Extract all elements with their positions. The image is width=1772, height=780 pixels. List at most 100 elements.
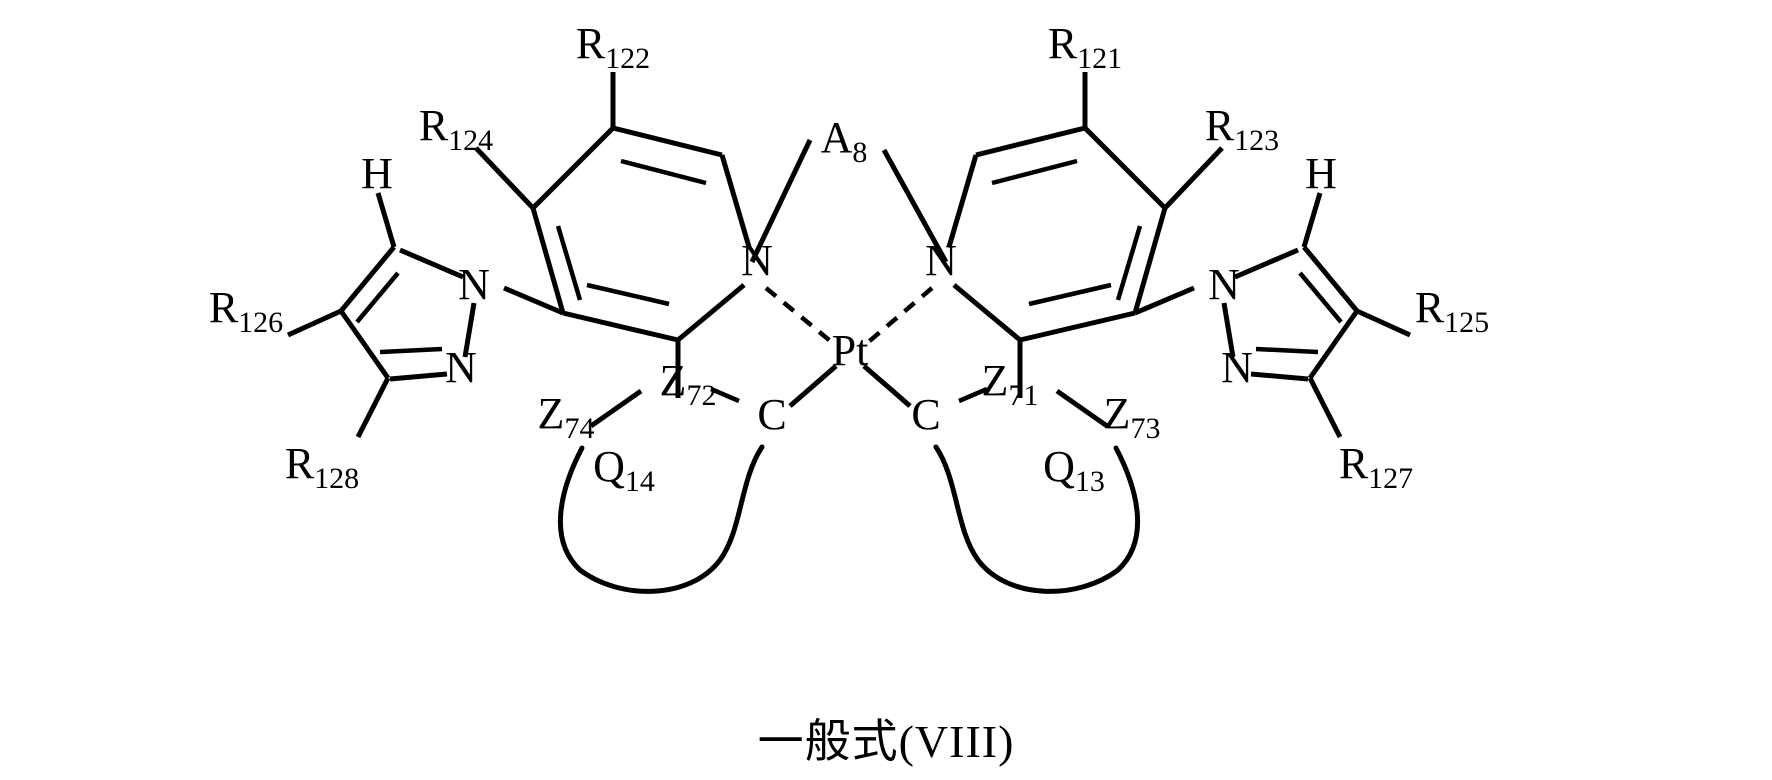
- a8-base: A: [821, 113, 853, 162]
- bond-lpz-c5-c4: [339, 245, 396, 313]
- r126-sub: 126: [238, 306, 283, 339]
- left-pyridine-ring: [530, 125, 752, 343]
- label-z74: Z74: [538, 389, 595, 445]
- r125-base: R: [1415, 283, 1445, 332]
- bond-z71-c: [958, 386, 988, 404]
- z71-base: Z: [982, 356, 1009, 405]
- bond-rpz-c3-n2: [1250, 371, 1309, 382]
- label-c-left: C: [757, 390, 786, 439]
- label-r125: R125: [1415, 283, 1489, 339]
- bond-lpy-1: [612, 125, 723, 158]
- bond-r124: [474, 146, 535, 210]
- r126-base: R: [209, 283, 239, 332]
- bond-lpy-double-1: [620, 158, 707, 186]
- bond-lpy-double-3: [555, 225, 583, 301]
- label-h-left: H: [361, 149, 393, 198]
- bond-lpz-h: [375, 192, 397, 248]
- label-n-pyridine-right: N: [925, 236, 957, 285]
- bond-rpz-n2-n1: [1221, 302, 1236, 358]
- bond-pt-n-right: [864, 286, 934, 346]
- bond-r128: [355, 376, 391, 439]
- bond-lpz-c4-c3: [338, 309, 391, 380]
- bond-pt-n-left: [764, 286, 836, 346]
- q14-base: Q: [593, 442, 625, 491]
- r121-base: R: [1048, 19, 1078, 68]
- bond-rpy-2: [946, 154, 979, 248]
- bond-rpz-n1-c5: [1234, 247, 1299, 280]
- z74-sub: 74: [564, 412, 594, 445]
- svg-text:Z74: Z74: [538, 389, 595, 445]
- label-z72: Z72: [660, 356, 717, 412]
- label-r128: R128: [285, 439, 359, 495]
- label-r123: R123: [1205, 101, 1279, 157]
- label-n1-right-pyrazole: N: [1208, 260, 1240, 309]
- label-n1-left-pyrazole: N: [458, 260, 490, 309]
- label-q14: Q14: [593, 442, 655, 498]
- r124-base: R: [419, 101, 449, 150]
- label-n2-right-pyrazole: N: [1221, 343, 1253, 392]
- bond-rpy-5: [1132, 207, 1168, 314]
- left-pyrazole-ring: [286, 192, 477, 439]
- r124-sub: 124: [448, 124, 493, 157]
- label-q13: Q13: [1043, 442, 1105, 498]
- label-r121: R121: [1048, 19, 1122, 75]
- bond-lpy-6: [531, 126, 615, 210]
- bond-r127: [1307, 376, 1343, 439]
- label-a8: A8: [821, 113, 868, 169]
- label-r126: R126: [209, 283, 283, 339]
- svg-text:Z71: Z71: [982, 356, 1039, 412]
- bond-a8-left: [749, 138, 813, 264]
- z73-sub: 73: [1130, 412, 1160, 445]
- q13-ring-arc: [933, 444, 1141, 594]
- bond-lpy-double-2: [586, 282, 670, 307]
- label-r124: R124: [419, 101, 493, 157]
- a8-sub: 8: [852, 136, 867, 169]
- q14-sub: 14: [625, 465, 655, 498]
- bond-rpy-double-2: [1028, 282, 1112, 307]
- svg-text:A8: A8: [821, 113, 868, 169]
- bond-rpy-6: [1083, 126, 1167, 210]
- bond-rpy-4: [1019, 310, 1136, 343]
- label-h-right: H: [1305, 149, 1337, 198]
- bond-z73-z71: [1055, 388, 1109, 429]
- svg-text:R128: R128: [285, 439, 359, 495]
- bond-lpy-5: [530, 207, 566, 314]
- r123-base: R: [1205, 101, 1235, 150]
- svg-text:Q13: Q13: [1043, 442, 1105, 498]
- z72-sub: 72: [686, 379, 716, 412]
- bond-rpy-to-pyrazole: [1134, 285, 1195, 316]
- label-n2-left-pyrazole: N: [445, 343, 477, 392]
- r121-sub: 121: [1077, 42, 1122, 75]
- bond-rpz-c4-c3: [1307, 309, 1360, 380]
- figure-caption: 一般式(VIII): [757, 716, 1015, 767]
- bond-rpz-double-2: [1255, 346, 1319, 355]
- bond-lpz-n1-c5: [399, 247, 464, 280]
- label-n-pyridine-left: N: [741, 236, 773, 285]
- bond-lpz-double-1: [355, 271, 400, 324]
- r128-sub: 128: [314, 462, 359, 495]
- q13-base: Q: [1043, 442, 1075, 491]
- z74-base: Z: [538, 389, 565, 438]
- svg-text:R123: R123: [1205, 101, 1279, 157]
- bond-a8-right: [881, 148, 949, 264]
- bond-lpy-3: [676, 283, 746, 342]
- svg-text:R122: R122: [576, 19, 650, 75]
- left-q14-ring: [557, 386, 765, 594]
- r122-sub: 122: [605, 42, 650, 75]
- svg-text:Q14: Q14: [593, 442, 655, 498]
- bond-rpy-double-3: [1115, 225, 1143, 301]
- label-pt: Pt: [832, 326, 869, 375]
- r125-sub: 125: [1444, 306, 1489, 339]
- bond-lpz-n2-n1: [462, 302, 477, 358]
- r123-sub: 123: [1234, 124, 1279, 157]
- label-r127: R127: [1339, 439, 1413, 495]
- svg-text:R121: R121: [1048, 19, 1122, 75]
- bond-lpy-2: [719, 154, 752, 248]
- bond-rpz-c5-c4: [1302, 245, 1359, 313]
- bond-rpy-1: [975, 125, 1086, 158]
- q14-ring-arc: [557, 444, 765, 594]
- bond-z72-c: [710, 386, 740, 404]
- bond-pt-c-right: [862, 364, 912, 408]
